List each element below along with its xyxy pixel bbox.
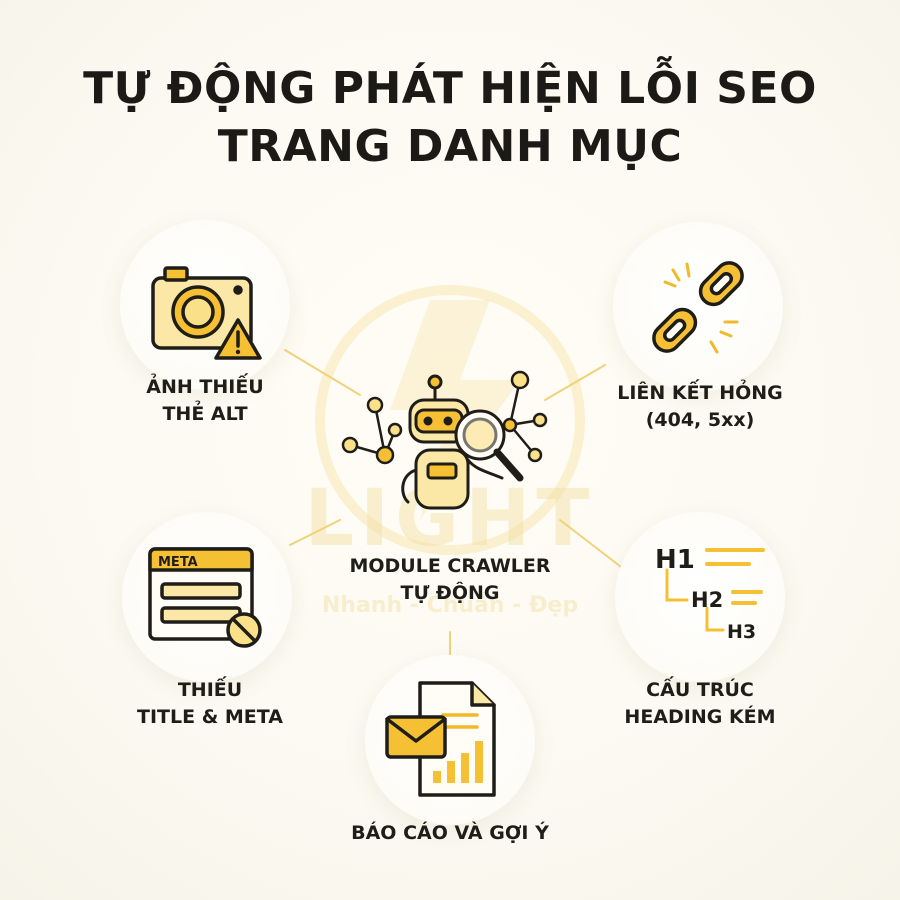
center-label-line-2: TỰ ĐỘNG: [400, 582, 500, 604]
meta-label-line-1: THIẾU: [177, 679, 243, 701]
meta-icon-circle: META: [122, 512, 292, 682]
heading-label-line-1: CẤU TRÚC: [646, 679, 754, 701]
camera-warning-icon: [151, 266, 262, 360]
meta-missing-icon: META: [148, 547, 262, 648]
robot-magnifier-icon: [341, 370, 548, 510]
alt-label: ẢNH THIẾU THẺ ALT: [120, 374, 290, 428]
crawler-robot: [330, 360, 570, 560]
report-icon-circle: [365, 655, 535, 825]
report-label: BÁO CÁO VÀ GỢI Ý: [320, 820, 580, 847]
links-label-line-1: LIÊN KẾT HỎNG: [617, 382, 783, 404]
heading-label: CẤU TRÚC HEADING KÉM: [600, 677, 800, 731]
heading-h1: H1: [655, 545, 695, 575]
report-envelope-icon: [385, 681, 496, 797]
links-icon-circle: [613, 222, 783, 392]
meta-tag: META: [158, 555, 198, 570]
meta-label: THIẾU TITLE & META: [110, 677, 310, 731]
heading-structure-icon: H1 H2 H3: [655, 545, 765, 643]
broken-link-icon: [652, 261, 744, 354]
page-title: TỰ ĐỘNG PHÁT HIỆN LỖI SEO TRANG DANH MỤC: [0, 60, 900, 176]
heading-h3: H3: [727, 621, 756, 643]
title-line-1: TỰ ĐỘNG PHÁT HIỆN LỖI SEO: [83, 63, 817, 114]
heading-h2: H2: [691, 588, 723, 612]
center-label: MODULE CRAWLER TỰ ĐỘNG: [310, 553, 590, 607]
title-line-2: TRANG DANH MỤC: [217, 121, 683, 172]
center-label-line-1: MODULE CRAWLER: [349, 555, 551, 577]
report-label-line-1: BÁO CÁO VÀ GỢI Ý: [351, 822, 549, 844]
heading-label-line-2: HEADING KÉM: [624, 706, 776, 728]
alt-label-line-1: ẢNH THIẾU: [146, 376, 264, 398]
alt-icon-circle: [120, 220, 290, 390]
links-label: LIÊN KẾT HỎNG (404, 5xx): [600, 380, 800, 434]
meta-label-line-2: TITLE & META: [137, 706, 283, 728]
alt-label-line-2: THẺ ALT: [162, 403, 248, 425]
links-label-line-2: (404, 5xx): [645, 409, 755, 431]
heading-icon-circle: H1 H2 H3: [615, 512, 785, 682]
